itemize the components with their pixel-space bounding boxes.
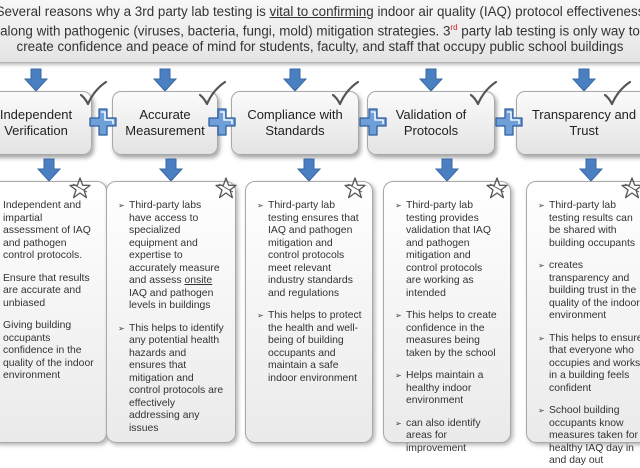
detail-point: can also identify areas for improvement [395, 418, 500, 456]
detail-point: Giving building occupants confidence in … [3, 320, 94, 381]
banner-line-1-start: Several reasons why a 3rd party lab test… [0, 4, 270, 19]
plus-icon [495, 108, 523, 136]
checkmark-icon [198, 80, 227, 106]
details-list: Third-party lab testing results can be s… [538, 200, 640, 468]
card-star [214, 176, 238, 200]
card-star [485, 176, 509, 200]
down-arrow-icon [434, 158, 460, 182]
down-arrow-icon [418, 68, 444, 92]
down-arrow-to-details-3 [296, 158, 322, 182]
down-arrow-to-details-5 [578, 158, 604, 182]
step-box-1: Independent Verification [0, 91, 92, 155]
details-card-5: Third-party lab testing results can be s… [526, 181, 640, 466]
details-card-1: Independent and impartial assessment of … [0, 181, 107, 443]
details-card-2: Third-party labs have access to speciali… [106, 181, 236, 443]
detail-point: Helps maintain a healthy indoor environm… [395, 370, 500, 408]
plus-icon [89, 108, 117, 136]
down-arrow-to-step-4 [418, 68, 444, 92]
plus-connector-4 [494, 107, 524, 137]
detail-point: This helps to identify any potential hea… [118, 323, 225, 436]
step-checkmark [602, 80, 632, 108]
banner-line-3: create confidence and peace of mind for … [16, 39, 624, 55]
down-arrow-icon [282, 68, 308, 92]
down-arrow-icon [158, 158, 184, 182]
details-list: Third-party lab testing ensures that IAQ… [257, 200, 362, 385]
detail-text: Third-party labs have access to speciali… [129, 200, 220, 286]
down-arrow-to-details-1 [36, 158, 62, 182]
step-title: Accurate Measurement [125, 107, 205, 138]
hand-drawn-star-icon [344, 177, 366, 199]
step-box-2: Accurate Measurement [112, 91, 218, 155]
hand-drawn-star-icon [69, 177, 91, 199]
down-arrow-icon [152, 68, 178, 92]
banner-line-1-end: indoor air quality (IAQ) protocol effect… [373, 4, 640, 19]
down-arrow-to-step-1 [23, 68, 49, 92]
details-card-4: Third-party lab testing provides validat… [383, 181, 511, 454]
checkmark-icon [603, 80, 632, 106]
step-title: Independent Verification [0, 107, 73, 138]
step-title: Transparency and Trust [531, 107, 637, 138]
hand-drawn-star-icon [215, 177, 237, 199]
detail-point: Third-party lab testing provides validat… [395, 200, 500, 300]
header-banner: Several reasons why a 3rd party lab test… [0, 0, 640, 63]
banner-superscript: rd [450, 23, 458, 32]
card-star [68, 176, 92, 200]
detail-text: IAQ and pathogen levels in buildings [129, 287, 214, 312]
step-checkmark [197, 80, 227, 108]
step-title: Compliance with Standards [247, 107, 343, 138]
down-arrow-to-step-3 [282, 68, 308, 92]
details-card-3: Third-party lab testing ensures that IAQ… [245, 181, 373, 443]
checkmark-icon [79, 80, 108, 106]
step-checkmark [468, 80, 498, 108]
down-arrow-icon [571, 68, 597, 92]
details-list: Independent and impartial assessment of … [3, 200, 96, 383]
card-star [620, 176, 640, 200]
banner-text: Several reasons why a 3rd party lab test… [0, 4, 640, 55]
banner-underlined-phrase: vital to confirming [269, 4, 374, 19]
banner-line-2-start: along with pathogenic (viruses, bacteria… [0, 23, 451, 39]
down-arrow-to-details-4 [434, 158, 460, 182]
plus-icon [359, 108, 387, 136]
checkmark-icon [469, 80, 498, 106]
step-box-5: Transparency and Trust [516, 91, 640, 155]
details-list: Third-party lab testing provides validat… [395, 200, 500, 456]
banner-line-1: Several reasons why a 3rd party lab test… [0, 4, 640, 20]
plus-connector-3 [358, 107, 388, 137]
detail-point: This helps to ensure that everyone who o… [538, 333, 640, 396]
details-list: Third-party labs have access to speciali… [118, 200, 225, 436]
detail-point: Third-party lab testing results can be s… [538, 200, 640, 250]
down-arrow-icon [296, 158, 322, 182]
checkmark-icon [331, 80, 360, 106]
card-star [343, 176, 367, 200]
plus-connector-1 [88, 107, 118, 137]
down-arrow-to-step-2 [152, 68, 178, 92]
detail-point: This helps to create confidence in the m… [395, 310, 500, 360]
step-checkmark [78, 80, 108, 108]
detail-point: creates transparency and building trust … [538, 260, 640, 323]
down-arrow-icon [23, 68, 49, 92]
step-title: Validation of Protocols [395, 107, 467, 138]
detail-underlined-word: onsite [184, 275, 213, 286]
detail-point: School building occupants know measures … [538, 405, 640, 468]
down-arrow-to-details-2 [158, 158, 184, 182]
step-checkmark [330, 80, 360, 108]
plus-connector-2 [207, 107, 237, 137]
detail-point: Ensure that results are accurate and unb… [3, 272, 90, 309]
detail-point: Third-party lab testing ensures that IAQ… [257, 200, 362, 300]
plus-icon [208, 108, 236, 136]
detail-point: Independent and impartial assessment of … [3, 200, 91, 261]
banner-line-2: along with pathogenic (viruses, bacteria… [0, 20, 640, 39]
detail-point: Third-party labs have access to speciali… [118, 200, 225, 313]
banner-line-2-end: party lab testing is only way to [457, 23, 640, 39]
down-arrow-icon [578, 158, 604, 182]
hand-drawn-star-icon [621, 177, 640, 199]
detail-point: This helps to protect the health and wel… [257, 310, 362, 385]
down-arrow-to-step-5 [571, 68, 597, 92]
down-arrow-icon [36, 158, 61, 182]
hand-drawn-star-icon [486, 177, 508, 199]
